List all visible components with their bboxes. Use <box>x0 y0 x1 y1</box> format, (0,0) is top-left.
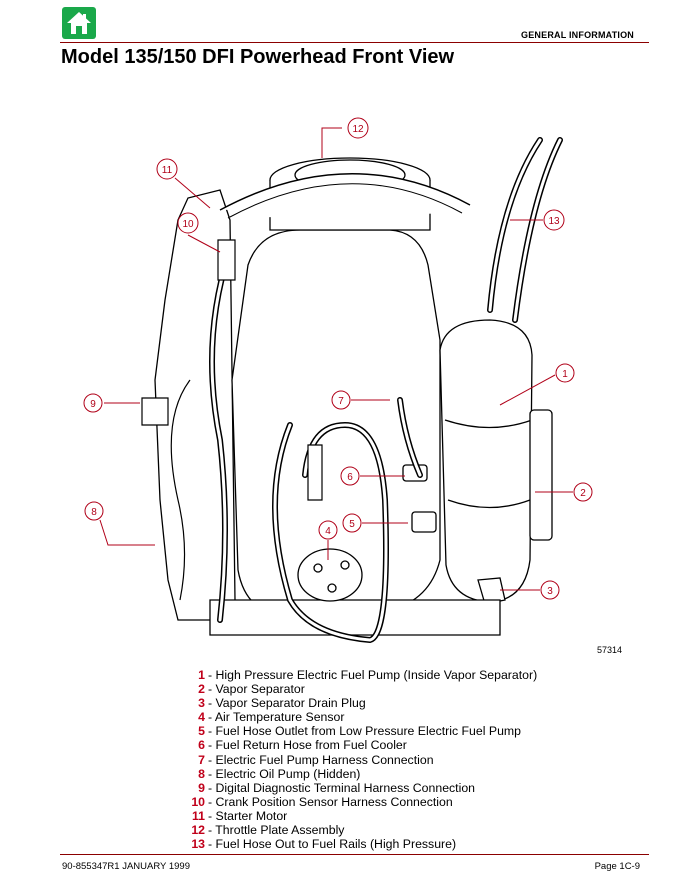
svg-text:4: 4 <box>325 526 331 537</box>
legend-item: 4- Air Temperature Sensor <box>198 710 345 725</box>
legend-item: 5- Fuel Hose Outlet from Low Pressure El… <box>198 724 521 739</box>
callout-5: 5 <box>342 513 362 533</box>
legend-item: 11- Starter Motor <box>192 808 288 823</box>
callout-3: 3 <box>540 580 560 600</box>
legend-item: 1- High Pressure Electric Fuel Pump (Ins… <box>198 668 538 682</box>
svg-text:3: 3 <box>547 586 553 597</box>
page-title: Model 135/150 DFI Powerhead Front View <box>61 46 455 68</box>
callout-8: 8 <box>84 501 104 521</box>
svg-text:10: 10 <box>182 219 194 230</box>
callout-10: 10 <box>177 212 199 234</box>
svg-text:9: 9 <box>90 399 96 410</box>
svg-text:7: 7 <box>338 396 344 407</box>
legend-item: 7- Electric Fuel Pump Harness Connection <box>198 752 434 767</box>
doc-number: 90-855347R1 JANUARY 1999 <box>62 861 190 872</box>
callout-1: 1 <box>555 363 575 383</box>
legend-list: 1- High Pressure Electric Fuel Pump (Ins… <box>187 668 537 851</box>
home-button[interactable] <box>62 7 96 39</box>
callout-9: 9 <box>83 393 103 413</box>
legend-item: 13- Fuel Hose Out to Fuel Rails (High Pr… <box>191 837 457 852</box>
svg-text:8: 8 <box>91 507 97 518</box>
legend-item: 8- Electric Oil Pump (Hidden) <box>198 766 361 781</box>
footer-divider <box>60 854 649 855</box>
callout-11: 11 <box>156 158 178 180</box>
callout-6: 6 <box>340 466 360 486</box>
svg-text:1: 1 <box>562 369 568 380</box>
legend-item: 10- Crank Position Sensor Harness Connec… <box>191 794 453 809</box>
legend-item: 2- Vapor Separator <box>198 682 305 697</box>
callout-7: 7 <box>331 390 351 410</box>
header-divider <box>60 42 649 43</box>
callout-4: 4 <box>318 520 338 540</box>
section-label: GENERAL INFORMATION <box>521 30 634 40</box>
svg-text:11: 11 <box>162 165 173 176</box>
svg-text:6: 6 <box>347 472 353 483</box>
svg-text:12: 12 <box>352 124 364 135</box>
svg-text:2: 2 <box>580 488 586 499</box>
legend-item: 12- Throttle Plate Assembly <box>191 823 345 838</box>
home-icon <box>67 12 91 34</box>
callout-12: 12 <box>347 117 369 139</box>
figure-number: 57314 <box>597 645 623 655</box>
svg-text:13: 13 <box>548 216 560 227</box>
svg-text:5: 5 <box>349 519 355 530</box>
legend-item: 9- Digital Diagnostic Terminal Harness C… <box>198 780 476 795</box>
legend-item: 3- Vapor Separator Drain Plug <box>198 696 366 711</box>
callout-13: 13 <box>543 209 565 231</box>
page-number: Page 1C-9 <box>594 861 640 872</box>
legend-item: 6- Fuel Return Hose from Fuel Cooler <box>198 738 407 753</box>
callout-2: 2 <box>573 482 593 502</box>
powerhead-diagram: 1 2 3 4 5 6 7 8 9 10 11 12 13 <box>83 117 593 644</box>
